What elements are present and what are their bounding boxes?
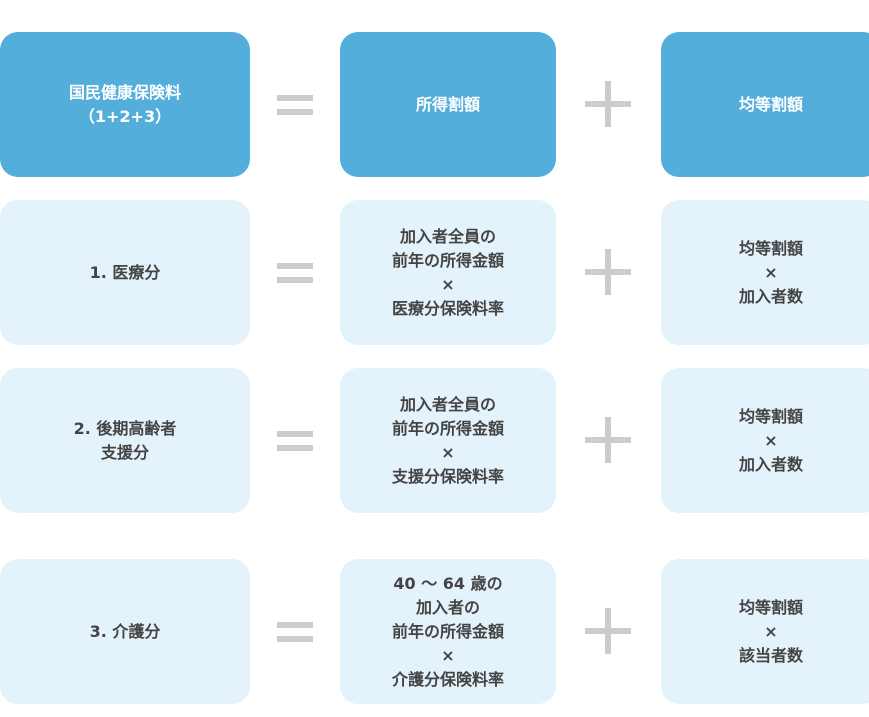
income-formula-medical: 加入者全員の 前年の所得金額 × 医療分保険料率 xyxy=(340,200,556,345)
equals-icon xyxy=(277,95,313,115)
per-capita-header: 均等割額 xyxy=(661,32,869,177)
plus-icon xyxy=(585,608,631,654)
plus-icon xyxy=(585,249,631,295)
row-label-nursing-care: 3. 介護分 xyxy=(0,559,250,704)
income-formula-elderly-support: 加入者全員の 前年の所得金額 × 支援分保険料率 xyxy=(340,368,556,513)
row-label-medical: 1. 医療分 xyxy=(0,200,250,345)
per-capita-formula-elderly-support: 均等割額 × 加入者数 xyxy=(661,368,869,513)
equals-icon xyxy=(277,431,313,451)
per-capita-formula-nursing-care: 均等割額 × 該当者数 xyxy=(661,559,869,704)
plus-icon xyxy=(585,417,631,463)
income-levy-header: 所得割額 xyxy=(340,32,556,177)
per-capita-formula-medical: 均等割額 × 加入者数 xyxy=(661,200,869,345)
income-formula-nursing-care: 40 ～ 64 歳の 加入者の 前年の所得金額 × 介護分保険料率 xyxy=(340,559,556,704)
equals-icon xyxy=(277,263,313,283)
equals-icon xyxy=(277,622,313,642)
row-label-elderly-support: 2. 後期高齢者 支援分 xyxy=(0,368,250,513)
plus-icon xyxy=(585,81,631,127)
total-premium-box: 国民健康保険料 （1+2+3） xyxy=(0,32,250,177)
